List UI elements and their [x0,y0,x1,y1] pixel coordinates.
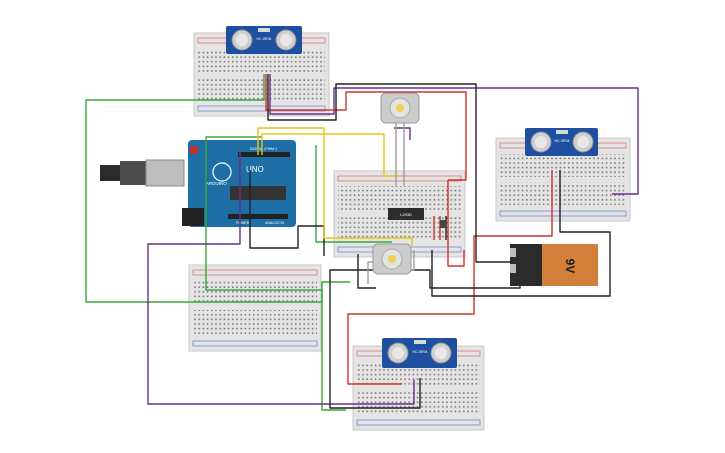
wire-purple[interactable] [269,74,639,195]
wire-black[interactable] [357,254,376,289]
usb-cable-plug [100,165,120,181]
battery-9v[interactable]: 9V [510,244,598,286]
atmega-chip [230,186,286,200]
analog-label: ANALOG IN [265,221,285,225]
ultrasonic-sensor-bottom[interactable]: HC-SR04 [382,338,457,368]
battery-terminal [510,264,516,273]
wire-yellow[interactable] [257,127,413,246]
sensor-label: HC-SR04 [257,37,272,41]
wire-red[interactable] [447,180,465,267]
breadboard-lower-left[interactable] [188,264,322,352]
reset-button[interactable] [190,146,198,154]
sensor-label: HC-SR04 [413,350,428,354]
wires [85,74,639,411]
arduino-uno[interactable]: UNO ARDUINO DIGITAL (PWM~) POWER ANALOG … [100,140,296,227]
battery-body [542,244,598,286]
digital-header [238,152,290,157]
arduino-board [188,140,296,227]
wire-green[interactable] [205,136,346,411]
power-label: POWER [236,221,250,225]
analog-header [228,214,288,219]
arduino-model: UNO [246,165,264,174]
ultrasonic-sensor-top[interactable]: HC-SR04 [226,26,302,54]
wire-purple[interactable] [147,152,415,405]
usb-cable [120,161,146,185]
arduino-logo-icon [212,162,232,182]
wire-black[interactable] [267,74,526,263]
wire-yellow[interactable] [261,133,398,177]
wire-purple[interactable] [394,127,411,140]
motor-shaft-icon [388,255,396,263]
digital-label: DIGITAL (PWM~) [250,147,277,151]
wire-green[interactable] [315,145,392,243]
wire-green[interactable] [85,74,350,303]
wire-red[interactable] [265,74,467,181]
sensor-label: HC-SR04 [555,139,570,143]
motor-driver-ic[interactable]: L293D [388,208,446,228]
dc-motor-bottom[interactable] [372,243,412,275]
ultrasonic-sensor-right[interactable]: HC-SR04 [525,128,598,156]
motor-shaft-icon [396,104,404,112]
dc-motor-top[interactable] [380,92,420,124]
arduino-brand: ARDUINO [206,181,227,186]
resistor [440,220,446,228]
ic-label: L293D [400,212,412,217]
battery-label: 9V [563,259,577,274]
breadboard-right[interactable] [495,137,631,222]
battery-terminal [510,248,516,257]
usb-connector [145,159,185,187]
power-jack [182,208,204,226]
wire-red[interactable] [347,170,553,385]
